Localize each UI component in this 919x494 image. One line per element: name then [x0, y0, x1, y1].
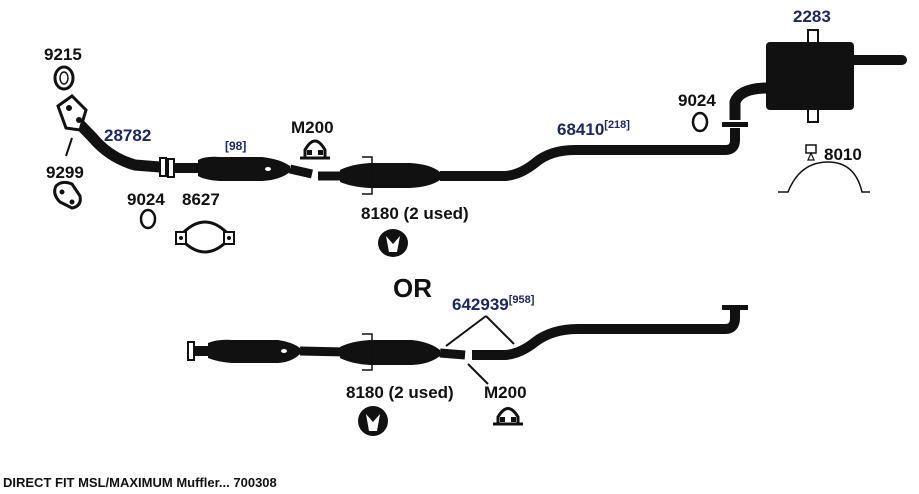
label-8010: 8010 — [824, 145, 862, 164]
gasket-9024-right-icon — [691, 111, 709, 133]
front-pipe-28782 — [56, 94, 167, 177]
label-m200-bottom: M200 — [484, 383, 527, 402]
rubber-hanger-8180-top-icon — [378, 229, 408, 257]
muffler-2283 — [766, 29, 907, 123]
hanger-8010-icon — [778, 144, 870, 193]
label-8627: 8627 — [182, 190, 220, 209]
caption: DIRECT FIT MSL/MAXIMUM Muffler... 700308 — [3, 475, 277, 490]
alternate-pipe-642939 — [187, 305, 748, 371]
label-98: [98] — [225, 139, 246, 153]
rubber-hanger-8180-bottom-icon — [358, 406, 388, 436]
gasket-9024-left-icon — [139, 208, 157, 230]
muffler-inlet-pipe — [729, 82, 769, 120]
label-or: OR — [393, 273, 432, 303]
label-8180-top: 8180 (2 used) — [361, 204, 469, 223]
label-28782: 28782 — [104, 126, 151, 145]
clamp-m200-bottom-icon — [493, 407, 523, 426]
clamp-m200-top-icon — [300, 139, 330, 160]
gasket-9299-icon — [53, 180, 82, 210]
label-68410: 68410[218] — [557, 119, 630, 139]
clamp-8627-icon — [175, 220, 235, 254]
gasket-9215-icon — [53, 65, 75, 91]
label-9024-right: 9024 — [678, 91, 716, 110]
catalytic-converter-top — [167, 156, 313, 181]
intermediate-pipe-68410 — [318, 122, 748, 195]
label-8180-bottom: 8180 (2 used) — [346, 383, 454, 402]
label-9024-left: 9024 — [127, 190, 165, 209]
label-m200-top: M200 — [291, 118, 334, 137]
label-642939: 642939[958] — [452, 294, 535, 314]
label-2283: 2283 — [793, 7, 831, 26]
label-9299: 9299 — [46, 163, 84, 182]
label-9215: 9215 — [44, 45, 82, 64]
